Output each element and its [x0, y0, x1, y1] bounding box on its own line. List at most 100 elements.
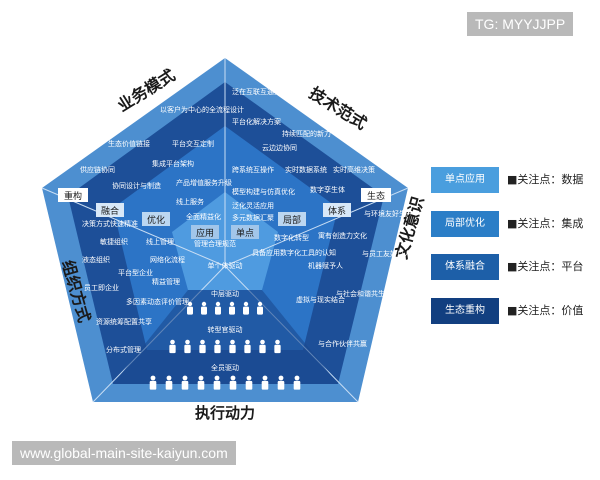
business-item: 产品增值服务升级: [176, 178, 232, 187]
person-icon: [229, 339, 236, 354]
person-icon: [257, 301, 263, 315]
person-icon: [277, 375, 285, 390]
legend-note: ■关注点：价值: [507, 304, 584, 317]
business-item: 供应链协同: [80, 165, 115, 174]
exec-levels: 中层驱动 转型官驱动 全员驱动: [208, 289, 243, 372]
person-icon: [261, 375, 269, 390]
person-icon: [245, 375, 253, 390]
corner-exec-label: 执行动力: [195, 404, 255, 422]
culture-item: 虚拟与现实结合: [296, 295, 345, 304]
stage-tag-single: 单点: [236, 227, 254, 239]
person-icon: [187, 301, 193, 315]
stage-tags: 重构 融合 优化 应用 单点 局部 体系 生态: [58, 188, 391, 239]
org-item: 精益管理: [152, 277, 180, 286]
org-item: 敏捷组织: [100, 237, 128, 246]
person-icon: [293, 375, 301, 390]
exec-level-middle: 中层驱动: [211, 289, 239, 298]
person-icon: [201, 301, 207, 315]
tech-item: 持续匹配的新力: [282, 129, 331, 138]
culture-item: 与社会和谐共生可持续: [336, 289, 406, 298]
stage-tag-system: 体系: [328, 205, 346, 217]
business-items: 以客户为中心的全流程设计 生态价值链接 平台交互定制 集成平台架构 供应链协同 …: [80, 105, 244, 221]
culture-item: 机器赋予人: [308, 261, 343, 270]
person-icon: [197, 375, 205, 390]
business-item: 线上服务: [176, 197, 204, 206]
culture-items: 与环境友好生产 与员工友好以人为本 寓有创造力文化 机器赋予人 虚拟与现实结合 …: [252, 209, 425, 348]
org-item: 平台型企业: [118, 268, 153, 277]
stage-tag-ecology: 生态: [367, 190, 385, 202]
center-label: 单个体驱动: [208, 261, 243, 270]
legend-note: ■关注点：集成: [507, 217, 584, 230]
org-item: 液态组织: [82, 255, 110, 264]
person-icon: [259, 339, 266, 354]
tech-item: 实时高维决策: [333, 165, 375, 174]
culture-item: 与环境友好生产: [364, 209, 413, 218]
business-item: 全面精益化: [186, 212, 221, 221]
legend-note: ■关注点：平台: [507, 260, 584, 273]
business-item: 生态价值链接: [108, 139, 150, 148]
org-item: 资源统筹配置共享: [96, 317, 152, 326]
legend-label: 生态重构: [431, 298, 499, 324]
business-item: 集成平台架构: [152, 159, 194, 168]
culture-item: 具备应用数字化工具的认知: [252, 248, 336, 257]
person-icon: [244, 339, 251, 354]
watermark-bottom: www.global-main-site-kaiyun.com: [12, 441, 236, 465]
tech-item: 泛在互联互通互操作: [232, 87, 295, 96]
org-item: 管理合理规范: [194, 239, 236, 248]
person-icon: [181, 375, 189, 390]
business-item: 协同设计与制造: [112, 181, 161, 190]
person-icon: [215, 301, 221, 315]
legend-note: ■关注点：数据: [507, 173, 584, 186]
exec-level-transform: 转型官驱动: [208, 325, 243, 334]
tech-item: 模型构建与仿真优化: [232, 187, 295, 196]
stage-tag-local: 局部: [283, 214, 301, 226]
person-icon: [213, 375, 221, 390]
legend-label: 局部优化: [431, 211, 499, 237]
legend-item: 生态重构 ■关注点：价值: [431, 298, 600, 324]
org-item: 多因素动态评价管理: [126, 297, 189, 306]
person-icon: [169, 339, 176, 354]
person-icon: [214, 339, 221, 354]
person-icon: [243, 301, 249, 315]
legend-item: 局部优化 ■关注点：集成: [431, 211, 600, 237]
people-figures: [149, 301, 301, 390]
tech-item: 多元数据汇聚: [232, 213, 274, 222]
watermark-top: TG: MYYJJPP: [467, 12, 574, 36]
legend-label: 单点应用: [431, 167, 499, 193]
tech-item: 泛化灵活应用: [232, 201, 274, 210]
tech-item: 跨系统互操作: [232, 165, 274, 174]
stage-tag-apply: 应用: [196, 227, 214, 239]
person-icon: [229, 375, 237, 390]
culture-item: 寓有创造力文化: [318, 231, 367, 240]
business-item: 平台交互定制: [172, 139, 214, 148]
business-item: 以客户为中心的全流程设计: [160, 105, 244, 114]
person-icon: [149, 375, 157, 390]
culture-item: 数字化转型: [274, 233, 309, 242]
org-item: 决策方式快速精准: [82, 219, 138, 228]
org-item: 线上管理: [146, 237, 174, 246]
org-item: 网络化流程: [150, 255, 185, 264]
org-item: 分布式管理: [106, 345, 141, 354]
tech-item: 平台化解决方案: [232, 117, 281, 126]
legend-item: 体系融合 ■关注点：平台: [431, 254, 600, 280]
person-icon: [199, 339, 206, 354]
org-items: 决策方式快速精准 敏捷组织 液态组织 员工即企业 平台型企业 资源统筹配置共享 …: [82, 219, 236, 354]
person-icon: [184, 339, 191, 354]
stage-tag-merge: 融合: [101, 205, 119, 217]
legend-label: 体系融合: [431, 254, 499, 280]
exec-band: [113, 290, 338, 384]
culture-item: 与员工友好以人为本: [362, 249, 425, 258]
tech-item: 云边边协同: [262, 143, 297, 152]
person-icon: [165, 375, 173, 390]
tech-item: 数字孪生体: [310, 185, 345, 194]
tech-item: 实时数据系统: [285, 165, 327, 174]
tech-items: 泛在互联互通互操作 平台化解决方案 持续匹配的新力 云边边协同 跨系统互操作 实…: [232, 87, 375, 222]
exec-level-all: 全员驱动: [211, 363, 239, 372]
person-icon: [274, 339, 281, 354]
stage-tag-optimize: 优化: [147, 214, 165, 226]
legend-item: 单点应用 ■关注点：数据: [431, 167, 600, 193]
org-item: 员工即企业: [84, 283, 119, 292]
culture-item: 与合作伙伴共赢: [318, 339, 367, 348]
person-icon: [229, 301, 235, 315]
